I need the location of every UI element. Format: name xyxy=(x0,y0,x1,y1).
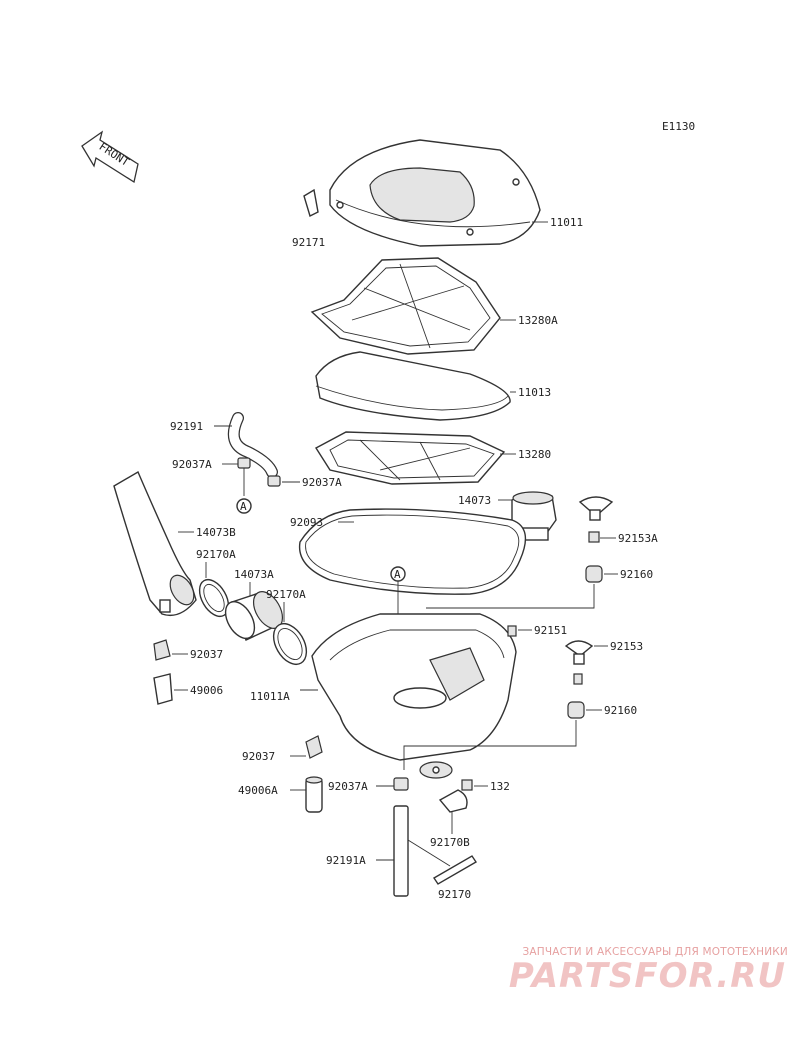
clip-92037A-right xyxy=(267,475,281,487)
part-92151: 92151 xyxy=(534,624,567,637)
part-92160-2: 92160 xyxy=(604,704,637,717)
breather-hose xyxy=(227,412,278,478)
gasket-92093 xyxy=(298,508,527,595)
part-13280A: 13280A xyxy=(518,314,558,327)
part-92153A: 92153A xyxy=(618,532,658,545)
air-cleaner-top-cover xyxy=(329,139,541,247)
element-frame-upper xyxy=(310,257,501,355)
grommet-92160-upper xyxy=(585,565,603,583)
part-11011: 11011 xyxy=(550,216,583,229)
part-92171: 92171 xyxy=(292,236,325,249)
screw-92151 xyxy=(507,625,517,637)
part-11011A: 11011A xyxy=(250,690,290,703)
cap-49006 xyxy=(153,673,173,705)
band-92170A-1 xyxy=(198,578,230,618)
part-49006: 49006 xyxy=(190,684,223,697)
drain-hose-92191A xyxy=(393,805,409,897)
part-11013: 11013 xyxy=(518,386,551,399)
clamp-92170B xyxy=(438,789,468,813)
clip-92037-lower xyxy=(305,735,323,759)
part-132: 132 xyxy=(490,780,510,793)
element-frame-lower xyxy=(315,431,506,485)
part-92170A-2: 92170A xyxy=(266,588,306,601)
watermark-tagline: ЗАПЧАСТИ И АКСЕССУАРЫ ДЛЯ МОТОТЕХНИКИ xyxy=(522,946,788,958)
bolt-92153A xyxy=(588,531,600,543)
part-92170A-1: 92170A xyxy=(196,548,236,561)
part-92191A: 92191A xyxy=(326,854,366,867)
part-49006A: 49006A xyxy=(238,784,278,797)
part-92037-2: 92037 xyxy=(242,750,275,763)
air-filter-element xyxy=(315,351,511,421)
part-14073B: 14073B xyxy=(196,526,236,539)
part-92037A-1: 92037A xyxy=(172,458,212,471)
intake-duct-14073B xyxy=(113,470,197,617)
part-92037A-3: 92037A xyxy=(328,780,368,793)
part-92093: 92093 xyxy=(290,516,323,529)
part-14073A: 14073A xyxy=(234,568,274,581)
part-92170B: 92170B xyxy=(430,836,470,849)
part-92037-1: 92037 xyxy=(190,648,223,661)
band-tie-92170 xyxy=(433,855,477,885)
clip-92037A-left xyxy=(237,457,251,469)
clamp-132 xyxy=(461,779,473,791)
part-13280: 13280 xyxy=(518,448,551,461)
callout-a-2: A xyxy=(394,568,401,581)
grommet-92160-lower xyxy=(567,701,585,719)
part-92160-1: 92160 xyxy=(620,568,653,581)
front-arrow-icon: FRONT xyxy=(81,130,139,184)
drain-plug-49006A xyxy=(305,776,323,813)
clip-92037A-center xyxy=(393,777,409,791)
clip-92037-left xyxy=(153,639,171,661)
part-92170: 92170 xyxy=(438,888,471,901)
part-14073: 14073 xyxy=(458,494,491,507)
diagram-code: E1130 xyxy=(662,120,695,133)
band-92170A-2 xyxy=(272,623,308,665)
grommet-top xyxy=(578,496,614,521)
part-92037A-2: 92037A xyxy=(302,476,342,489)
part-92191: 92191 xyxy=(170,420,203,433)
clip-92171 xyxy=(303,188,319,217)
bolt-92153 xyxy=(564,640,594,685)
watermark-logo: PARTSFOR.RU xyxy=(508,956,786,996)
air-cleaner-case xyxy=(311,613,517,779)
callout-a-1: A xyxy=(240,500,247,513)
joint-14073A xyxy=(224,591,284,641)
part-92153: 92153 xyxy=(610,640,643,653)
